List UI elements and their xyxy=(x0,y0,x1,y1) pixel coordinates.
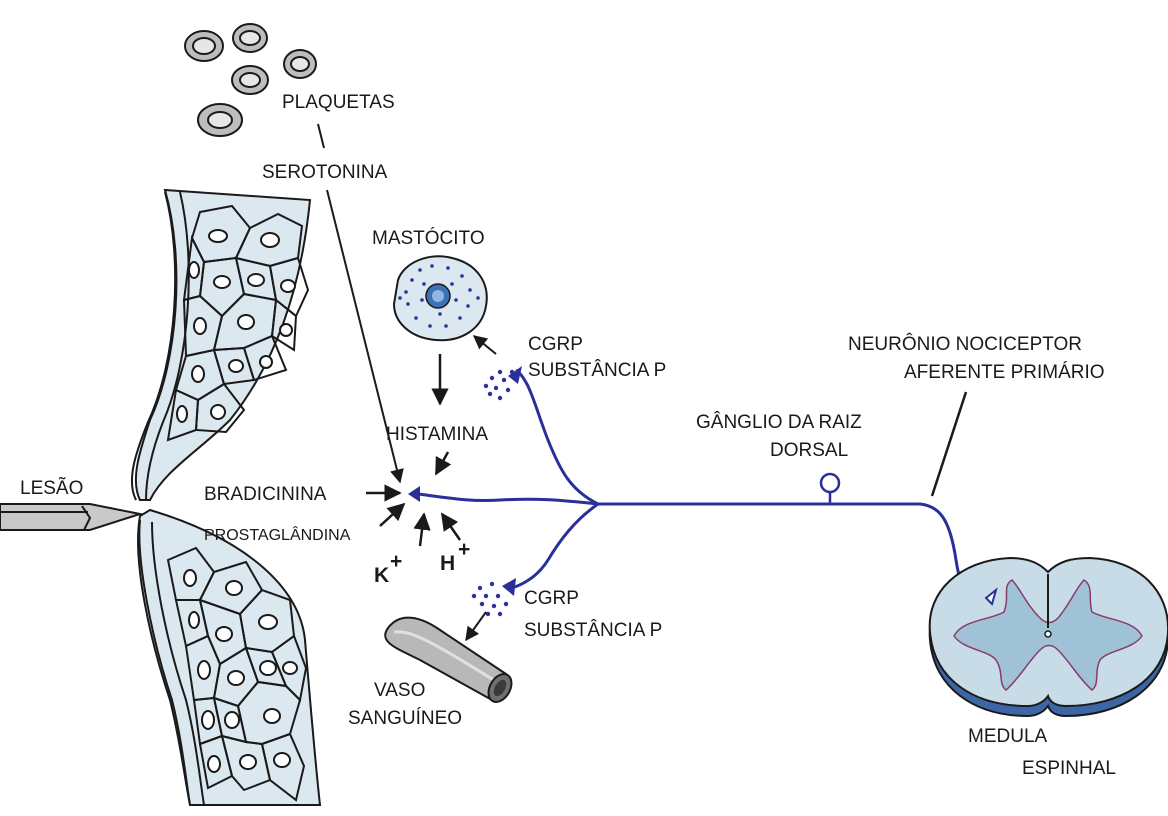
h-ion-label: H xyxy=(440,552,455,575)
lesion-needle xyxy=(0,504,140,530)
nociceptor-neuron xyxy=(418,370,992,601)
neuronio-line2-label: AFERENTE PRIMÁRIO xyxy=(904,362,1105,383)
histamina-label: HISTAMINA xyxy=(386,424,488,445)
lower-terminal xyxy=(502,578,516,596)
k-ion-arrow xyxy=(420,514,424,546)
nerve-lower-branch xyxy=(512,504,598,588)
spinal-cord xyxy=(930,558,1168,716)
ganglio-line1-label: GÂNGLIO DA RAIZ xyxy=(696,411,862,433)
prostaglandina-label: PROSTAGLÂNDINA xyxy=(204,525,351,544)
mastocito-label: MASTÓCITO xyxy=(372,227,485,249)
k-ion-label: K xyxy=(374,564,389,587)
prostaglandin-arrow xyxy=(380,504,404,526)
bradicinina-label: BRADICININA xyxy=(204,484,327,505)
neuron-pointer-line xyxy=(932,392,966,496)
platelet-pointer-line xyxy=(318,124,324,148)
nerve-main-axon xyxy=(598,504,992,601)
substancia-p-bottom-label: SUBSTÂNCIA P xyxy=(524,619,662,641)
upper-terminal xyxy=(508,366,522,384)
peptide-dots-top xyxy=(484,370,514,400)
central-terminal xyxy=(408,486,420,502)
platelet xyxy=(233,24,267,52)
lesao-label: LESÃO xyxy=(20,477,83,499)
platelet xyxy=(284,50,316,78)
nerve-upper-branch xyxy=(516,370,598,504)
cgrp-to-mast-arrow xyxy=(474,336,496,354)
neuronio-line1-label: NEURÔNIO NOCICEPTOR xyxy=(848,333,1082,355)
k-ion-charge: + xyxy=(390,550,402,573)
medula-line1-label: MEDULA xyxy=(968,726,1048,747)
medula-line2-label: ESPINHAL xyxy=(1022,758,1116,779)
cgrp-to-vessel-arrow xyxy=(466,612,486,640)
vaso-line1-label: VASO xyxy=(374,680,425,701)
peptide-dots-bottom xyxy=(472,582,508,616)
platelets-group xyxy=(185,24,316,136)
mast-cell xyxy=(394,256,487,340)
h-ion-charge: + xyxy=(458,538,470,561)
histamine-arrow xyxy=(436,452,448,474)
platelet xyxy=(185,31,223,61)
ganglio-line2-label: DORSAL xyxy=(770,440,848,461)
nerve-central-branch xyxy=(418,494,598,504)
h-ion-arrow xyxy=(442,514,460,540)
serotonina-label: SEROTONINA xyxy=(262,162,388,183)
dorsal-root-ganglion xyxy=(821,474,839,492)
platelet xyxy=(198,104,242,136)
plaquetas-label: PLAQUETAS xyxy=(282,92,395,113)
substancia-p-top-label: SUBSTÂNCIA P xyxy=(528,359,666,381)
vaso-line2-label: SANGUÍNEO xyxy=(348,708,462,729)
cgrp-bottom-label: CGRP xyxy=(524,588,579,609)
platelet xyxy=(232,66,268,94)
cgrp-top-label: CGRP xyxy=(528,334,583,355)
